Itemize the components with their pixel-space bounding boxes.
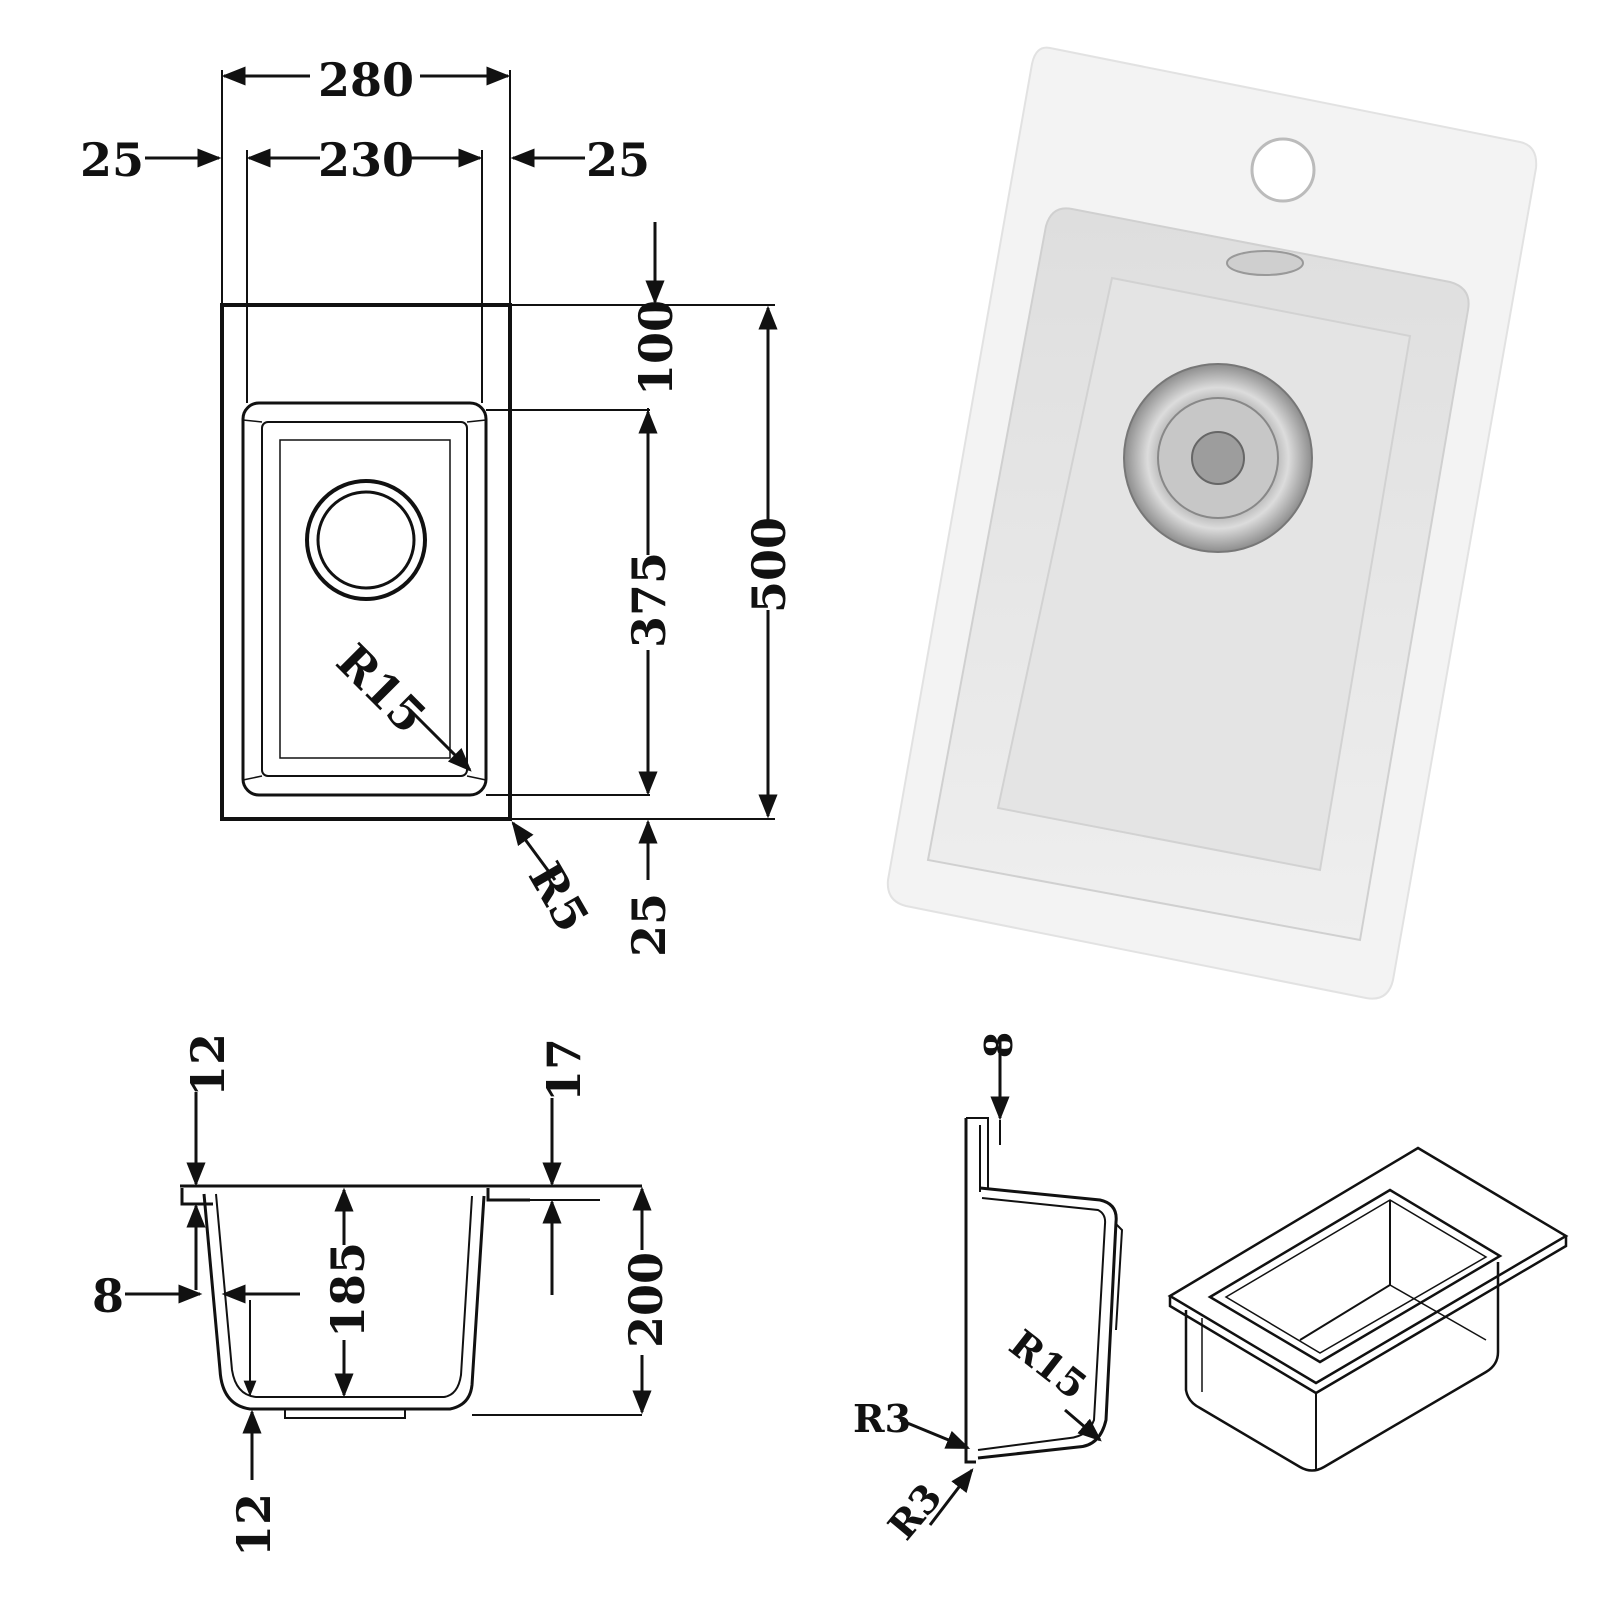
dim-front-margin: 100	[629, 300, 683, 396]
dim-overall-width: 280	[318, 53, 414, 107]
iso-bowl-opening	[1207, 1188, 1503, 1364]
dim-right-margin: 25	[586, 133, 650, 187]
sink-product-render	[886, 46, 1538, 1000]
dim-rim-thickness-left: 12	[181, 1033, 235, 1097]
dim-back-margin: 25	[622, 893, 676, 957]
section-view-drawing	[125, 1092, 652, 1480]
sink-outer-outline	[220, 303, 512, 821]
bowl-outer-wall	[202, 1193, 486, 1411]
side-section-drawing	[899, 1040, 1124, 1526]
dim-outer-radius: R5	[518, 853, 600, 941]
dim-overall-depth: 200	[619, 1252, 673, 1348]
tap-hole	[1250, 137, 1316, 203]
dim-corner-radius: R15	[1001, 1321, 1095, 1408]
dim-bowl-depth: 185	[321, 1242, 375, 1338]
dim-overall-length: 500	[742, 517, 796, 613]
dim-wall-thickness: 8	[92, 1269, 124, 1323]
dim-inner-width: 230	[318, 133, 414, 187]
dim-bowl-length: 375	[622, 552, 676, 648]
bowl-outline	[241, 401, 488, 797]
dim-rim-step-right: 17	[537, 1038, 591, 1102]
dim-left-margin: 25	[80, 133, 144, 187]
bowl-floor-outline	[279, 439, 451, 759]
dim-flange-thickness: 8	[976, 1032, 1021, 1058]
top-view-drawing	[145, 66, 778, 881]
drain-hole-inner	[316, 490, 416, 590]
dim-radius-bottom: R3	[879, 1475, 951, 1548]
dim-inner-radius: R15	[326, 633, 436, 743]
bowl-inner-outline	[261, 421, 468, 777]
drain-hole-outer	[305, 479, 427, 601]
dim-bottom-thickness: 12	[227, 1493, 281, 1557]
side-section-outer	[964, 1118, 976, 1464]
overflow-slot	[1226, 250, 1304, 276]
isometric-view-drawing	[1167, 1146, 1569, 1472]
dim-radius-top: R3	[853, 1396, 911, 1441]
side-section-wall	[977, 1186, 1118, 1460]
iso-deck-top	[1167, 1146, 1569, 1385]
iso-bowl-body	[1184, 1262, 1500, 1472]
